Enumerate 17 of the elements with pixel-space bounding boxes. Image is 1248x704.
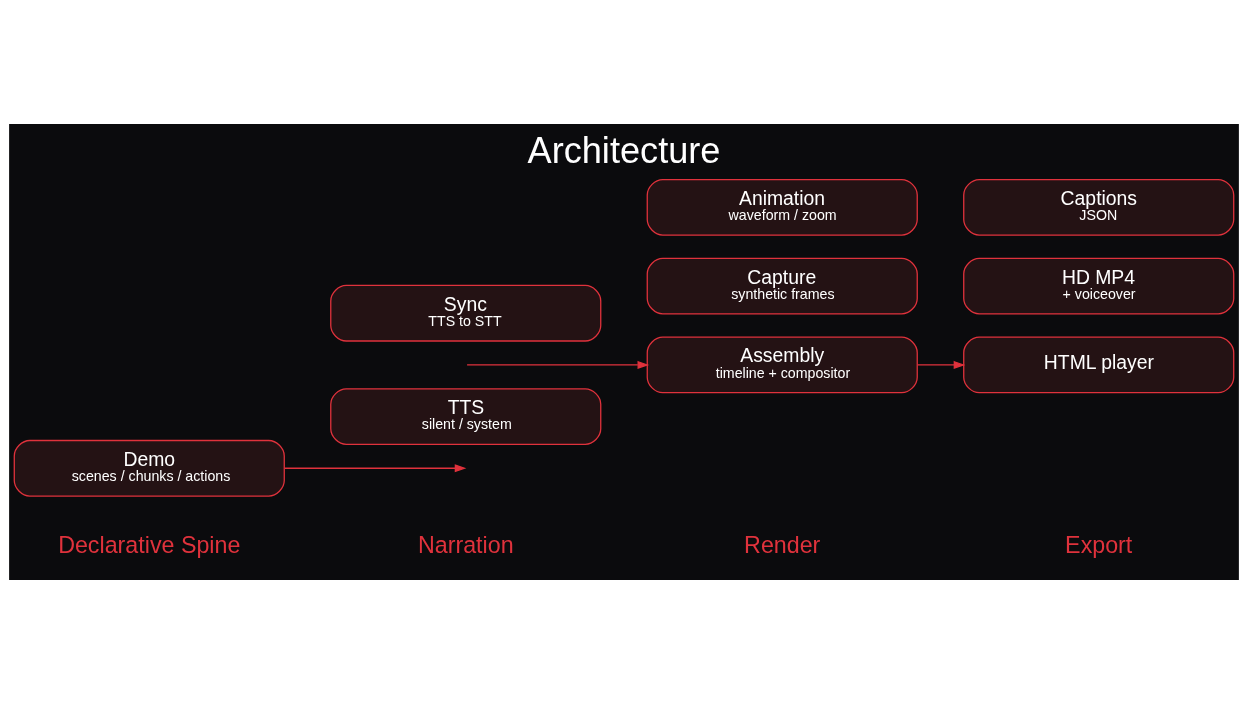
node-box: Assembly timeline + compositor — [646, 336, 918, 394]
label: Export — [1065, 531, 1133, 558]
label: Render — [744, 531, 821, 558]
node-box: Sync TTS to STT — [330, 284, 602, 342]
node-box: TTS silent / system — [330, 388, 602, 445]
node-box: HTML player — [963, 336, 1235, 394]
node-box: Captions JSON — [963, 178, 1235, 236]
diagram-title: Architecture — [527, 130, 721, 172]
node-box: HD MP4 + voiceover — [963, 257, 1235, 315]
label: Declarative Spine — [58, 531, 241, 558]
node-box: Animation waveform / zoom — [646, 178, 918, 236]
arrow — [283, 464, 467, 473]
arrow — [466, 360, 650, 369]
label: Narration — [417, 531, 514, 558]
node-box: Capture synthetic frames — [646, 257, 918, 315]
node-box: Demo scenes / chunks / actions — [13, 439, 285, 497]
arrow — [916, 360, 966, 369]
